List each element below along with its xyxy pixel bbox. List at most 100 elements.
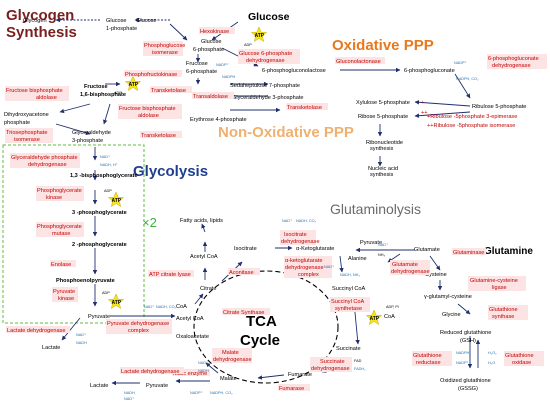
reduced-glutathione: Reduced glutathione [440,330,491,336]
enzyme-triosephosphate-isomerase: Triosephosphate [6,130,47,136]
6-phosphogluconate: 6-phosphogluconate [404,68,455,74]
svg-text:ATP: ATP [112,300,122,306]
succinate: Succinate [336,346,361,352]
cofactor-adp-pk: ADP [102,291,110,295]
enzyme-phosphoglucose-isomerase: Phosphoglucose [144,43,185,49]
enzyme-glutaminase: Glutaminase [453,250,484,256]
enzyme-malic-enzyme: Malic enzyme [173,371,207,377]
enzyme-succinate-dehydrogenase: Succinate [320,359,345,365]
cofactor-nad-ldh: NAD⁺ [76,333,86,337]
enzyme-succinyl-coa-synthetase: Succinyl CoA [331,299,365,305]
pyruvate: Pyruvate [88,314,110,320]
coa-succinyl: CoA [384,314,395,320]
alanine: Alanine [348,256,367,262]
glucose-1p-b: 1-phosphate [106,26,137,32]
enzyme-malate-dehydrogenase-b: dehydrogenase [213,357,252,363]
enzyme-phosphoglycerate-kinase-b: kinase [46,195,62,201]
cofactor-h2o2-gpx: H₂O₂ [488,351,497,355]
glycine: Glycine [442,312,461,318]
title-tca: TCA [246,313,277,330]
title-synthesis: Synthesis [6,24,77,41]
enzyme-lactate-dehydrogenase-left: Lactate dehydrogenase [7,328,65,334]
cofactor-adp-pi-scs: ADP, Pi [386,305,399,309]
oxidized-glutathione-b: (GSSG) [458,386,478,392]
cofactor-nadh-ldh: NADH [76,341,87,345]
enzyme-transketolase-2: Transketolase [287,105,322,111]
cofactor-adp-pfk: ADP [114,91,122,95]
enzyme-hexokinase: Hexokinase [200,29,229,35]
enzyme-fructose-bisphosphatase: Fructose bisphosphate [6,88,63,94]
enzyme-gapdh: Glyceraldehyde phosphate [11,155,78,161]
title-glutaminolysis: Glutaminolysis [330,201,421,217]
enzyme-phosphoglycerate-mutase: Phosphoglycerate [37,224,82,230]
glutamine: Glutamine [484,246,533,257]
dhap: Dihydroxyacetone [4,112,49,118]
cofactor-nad-pdh: NAD⁺ [144,305,154,309]
cofactor-nadh-co2-idh: NADH, CO₂ [296,219,317,223]
citrate: Citrate [200,286,216,292]
enzyme-succinate-dehydrogenase-b: dehydrogenase [311,366,350,372]
ribonucleotide-synthesis-b: synthesis [370,146,394,152]
enzyme-fructose-bisphosphatase-b: aldolase [36,95,57,101]
pep: Phosphoenolpyruvate [56,278,115,284]
title-non-oxidative-ppp: Non-Oxidative PPP [218,124,354,141]
enzyme-aldolase: Fructose bisphosphate [119,106,176,112]
enzyme-isocitrate-dehydrogenase-b: dehydrogenase [281,239,320,245]
enzyme-succinyl-coa-synthetase-b: synthetase [335,306,362,312]
atp-star-hexokinase: ATP [250,26,268,43]
cofactor-h2o-gpx: H₂O [488,361,495,365]
gamma-glutamyl-cysteine: γ-glutamyl-cysteine [424,294,472,300]
oxidized-glutathione: Oxidized glutathione [440,378,491,384]
glutamate: Glutamate [414,247,440,253]
svg-text:ATP: ATP [255,33,265,39]
ribonucleotide-synthesis: Ribonucleotide [366,140,403,146]
nucleic-acid-synthesis: Nucleic acid [368,166,398,172]
enzyme-atp-citrate-lyase: ATP citrate lyase [149,272,191,278]
enzyme-ribulose-epimerase: +Ribulose -5phosphate 3-epimerase [427,114,517,120]
cofactor-fadh2-sdh: FADH₂ [354,367,366,371]
glyceraldehyde-3p: Glyceraldehyde 3-phosphate [232,95,304,101]
cofactor-nadp-g6pdh: NADP⁺ [216,63,229,67]
enzyme-fumarase: Fumarase [279,386,304,392]
coa-left: CoA [176,304,187,310]
fumarate: Fumarate [288,372,312,378]
enzyme-glutathione-synthase-b: synthase [492,314,514,320]
enzyme-glutathione-synthase: Glutathione [489,307,518,313]
enzyme-glutathione-reductase: Glutathione [413,353,442,359]
fructose-6p: Fructose [186,61,208,67]
glycogen: Glycogen [23,18,47,24]
title-glycolysis: Glycolysis [133,163,208,180]
alpha-ketoglutarate: α-Ketoglutarate [296,246,334,252]
cofactor-nad-mdh: NAD⁺ [198,361,208,365]
ribose-5p: Ribose 5-phosphate [358,114,408,120]
enzyme-pyruvate-dehydrogenase: Pyruvate dehydrogenase [107,321,169,327]
enzyme-pyruvate-kinase: Pyruvate [53,289,75,295]
pyruvate-bottom: Pyruvate [146,383,168,389]
cofactor-nadp-6pgdh: NADP⁺ [454,61,467,65]
enzyme-g6pdh: Glucose 6-phosphate [239,51,292,57]
enzyme-pyruvate-kinase-b: kinase [58,296,74,302]
cofactor-nad-idh: NAD⁺ [282,219,292,223]
enzyme-isocitrate-dehydrogenase: Isocitrate [284,232,307,238]
glucose-6p-b: 6-phosphate [193,47,224,53]
cofactor-nadh-co2-pdh: NADH, CO₂ [156,305,177,309]
cofactor-nadh-gapdh: NADH, H⁺ [100,163,118,167]
cofactor-nadp-malic: NADP⁺ [190,391,203,395]
enzyme-aldolase-b: aldolase [138,113,159,119]
enzyme-phosphoglycerate-kinase: Phosphoglycerate [37,188,82,194]
cofactor-adp-pgk: ADP [104,189,112,193]
marker-plusplus: ++ [421,110,428,116]
enzyme-g6pdh-b: dehydrogenase [246,58,285,64]
enzyme-phosphoglucose-isomerase-b: isomerase [152,50,178,56]
enzyme-gluconolactonase: Gluconolactonase [336,59,381,65]
succinyl-coa: Succinyl CoA [332,286,366,292]
cofactor-nh3-gdh: NH₃ [378,253,385,257]
cofactor-labels: ADP NADP⁺ NADPH NADP⁺ NADPH, CO₂ ADP NAD… [76,43,497,401]
glucose-1p: Glucose [106,18,127,24]
cofactor-nadph-co2-6pgdh: NADPH, CO₂ [456,77,479,81]
erythrose-4p: Erythrose 4-phosphate [190,117,247,123]
enzyme-phosphoglycerate-mutase-b: mutase [52,231,70,237]
fructose-16bp-b: 1,6-bisphosphate [80,92,126,98]
enzyme-transketolase-3: Transketolase [141,133,176,139]
